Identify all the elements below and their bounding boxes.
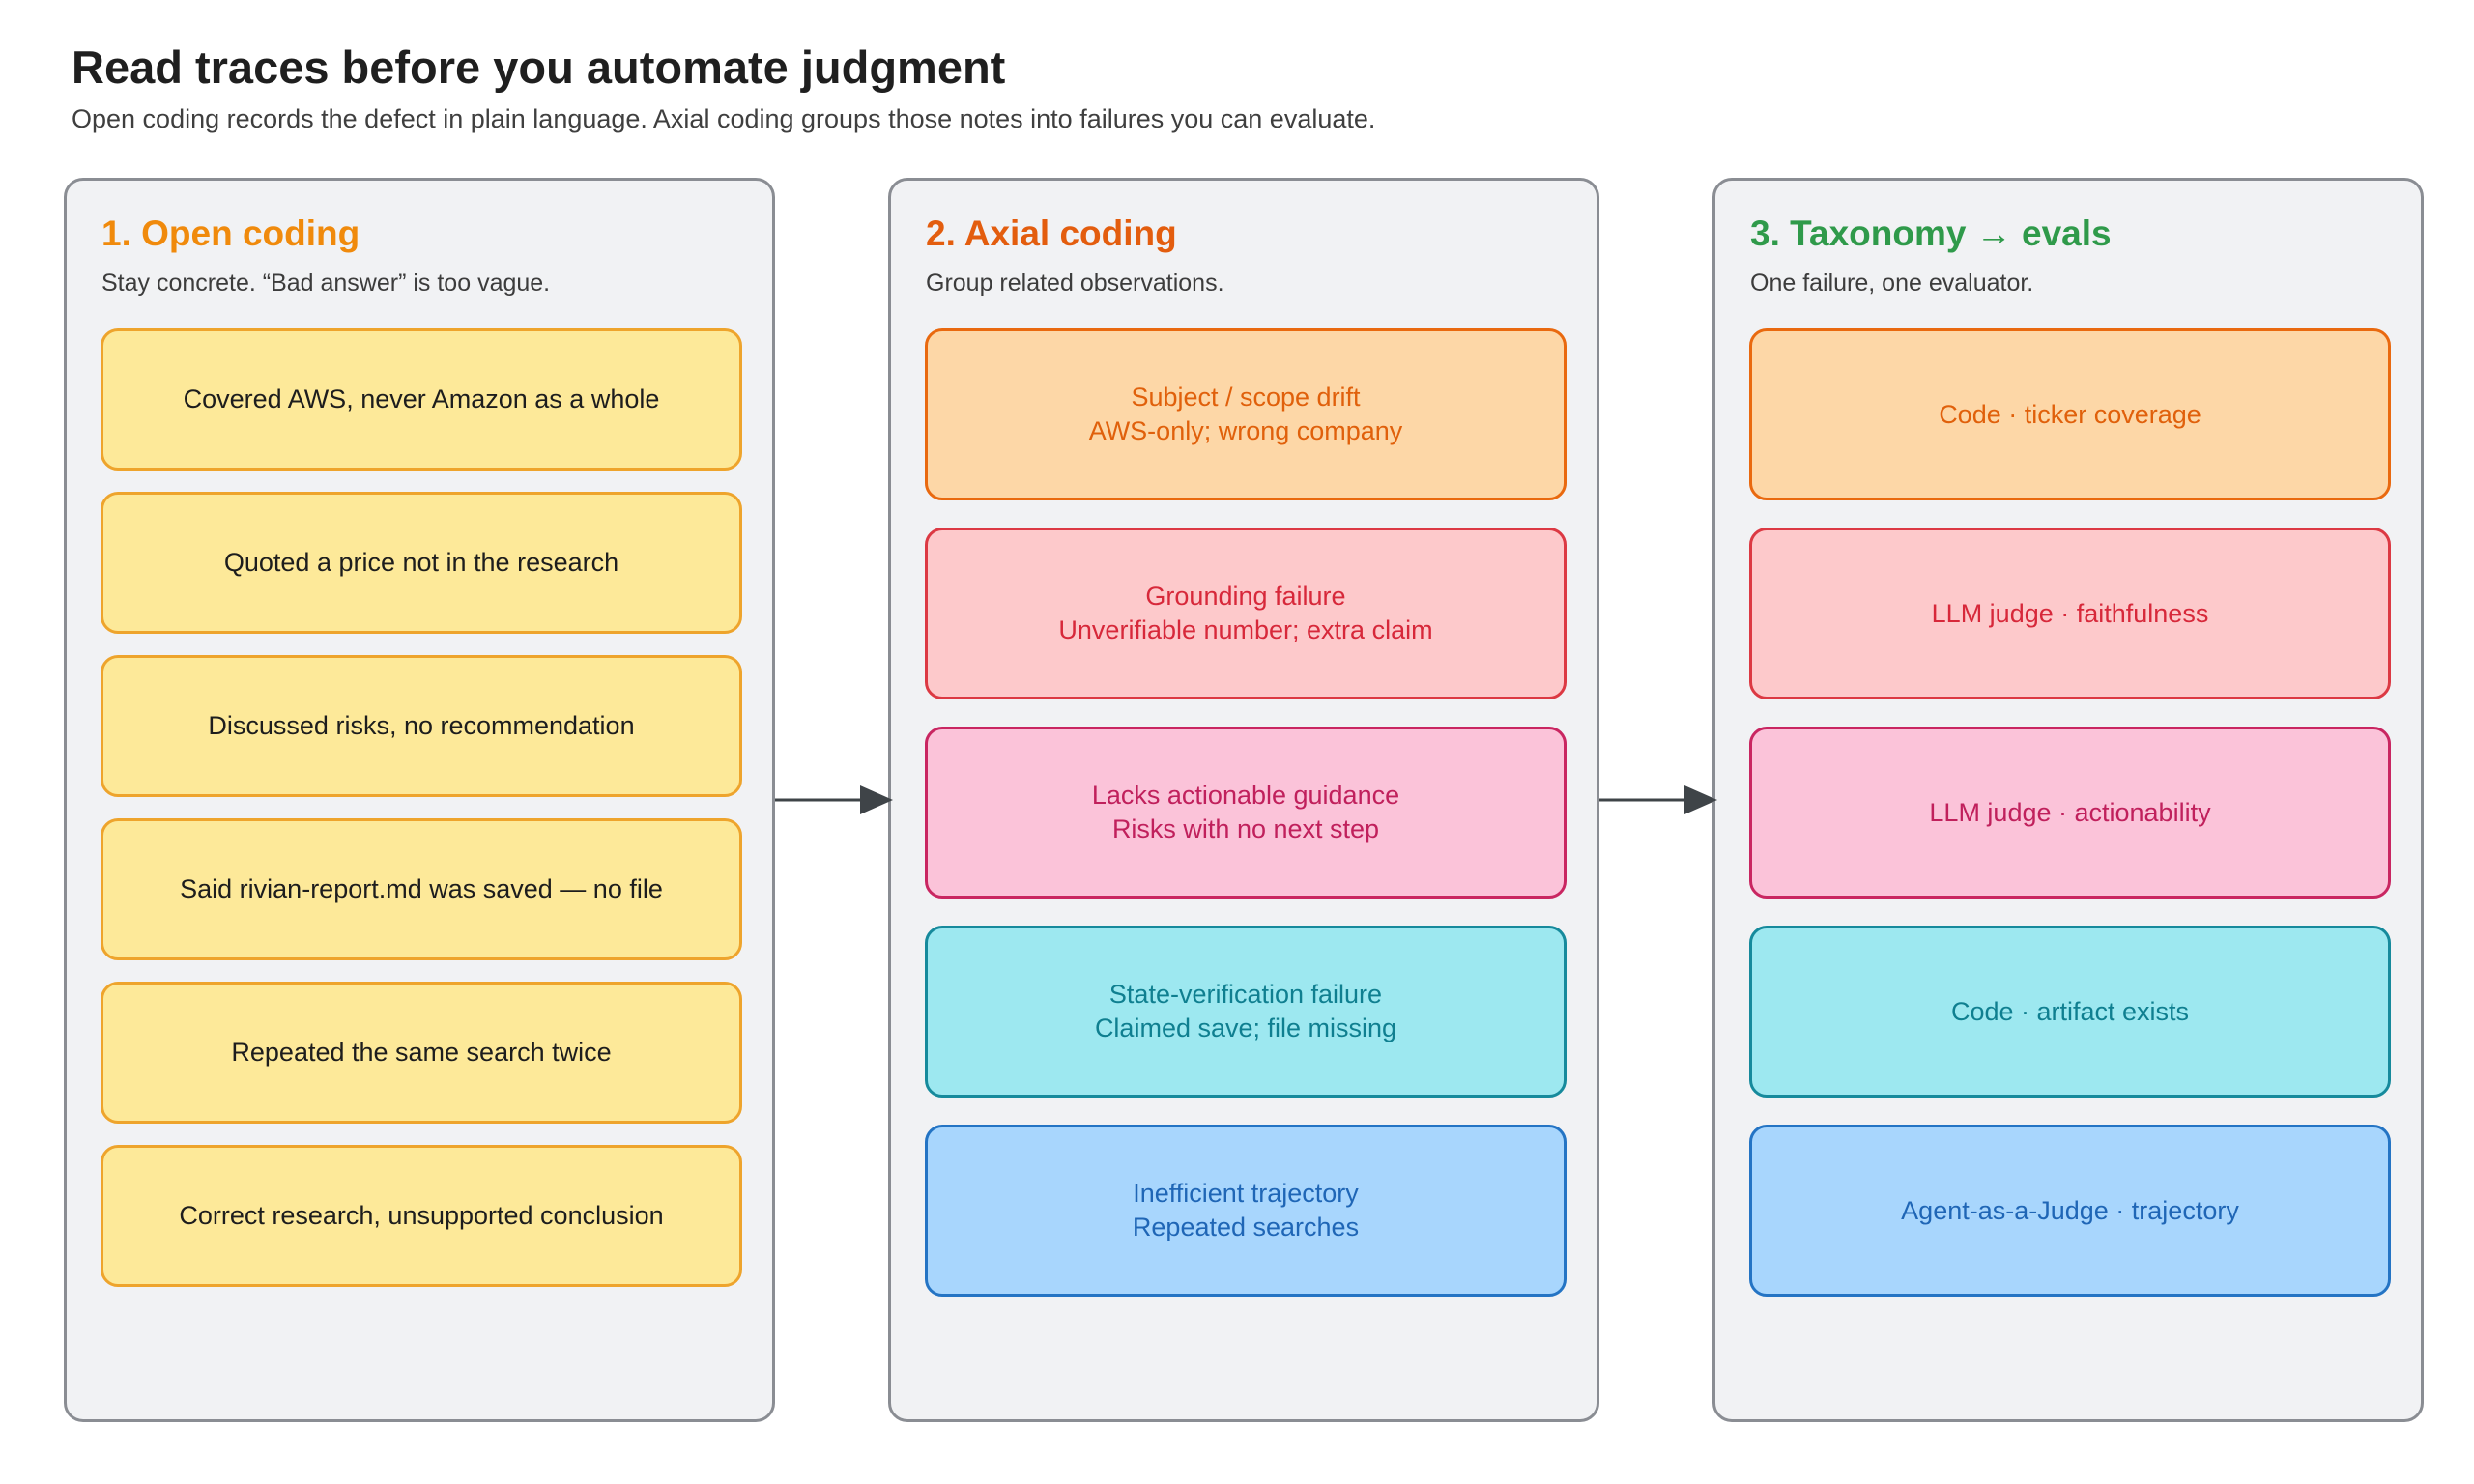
evaluator-card-faithfulness: LLM judge · faithfulness bbox=[1749, 528, 2391, 699]
page-subtitle: Open coding records the defect in plain … bbox=[72, 104, 1376, 133]
open-code-card: Quoted a price not in the research bbox=[101, 492, 742, 634]
axial-group-name: Subject / scope drift bbox=[1131, 383, 1361, 412]
axial-coding-panel: 2. Axial coding Group related observatio… bbox=[888, 178, 1599, 1422]
evaluator-label: LLM judge · actionability bbox=[1929, 797, 2211, 827]
open-coding-title: 1. Open coding bbox=[101, 214, 360, 253]
axial-group-detail: Claimed save; file missing bbox=[1094, 1013, 1397, 1042]
open-code-label: Correct research, unsupported conclusion bbox=[179, 1201, 664, 1230]
evaluator-card-ticker-coverage: Code · ticker coverage bbox=[1749, 328, 2391, 500]
open-code-label: Repeated the same search twice bbox=[231, 1038, 612, 1067]
axial-group-card-trajectory: Inefficient trajectory Repeated searches bbox=[925, 1125, 1567, 1297]
open-code-card: Said rivian-report.md was saved — no fil… bbox=[101, 818, 742, 960]
axial-group-detail: Repeated searches bbox=[1132, 1213, 1360, 1241]
open-code-card: Repeated the same search twice bbox=[101, 982, 742, 1124]
axial-group-card-actionability: Lacks actionable guidance Risks with no … bbox=[925, 727, 1567, 899]
open-coding-panel: 1. Open coding Stay concrete. “Bad answe… bbox=[64, 178, 775, 1422]
axial-coding-description: Group related observations. bbox=[926, 270, 1224, 297]
axial-group-card-state-verification: State-verification failure Claimed save;… bbox=[925, 926, 1567, 1098]
axial-group-detail: AWS-only; wrong company bbox=[1088, 416, 1403, 445]
evaluator-card-artifact-exists: Code · artifact exists bbox=[1749, 926, 2391, 1098]
axial-group-name: Grounding failure bbox=[1145, 582, 1346, 611]
open-code-label: Quoted a price not in the research bbox=[223, 548, 619, 577]
taxonomy-title: 3. Taxonomy → evals bbox=[1750, 214, 2112, 253]
open-code-label: Discussed risks, no recommendation bbox=[208, 711, 635, 740]
evaluator-label: Agent-as-a-Judge · trajectory bbox=[1901, 1195, 2239, 1225]
axial-group-card-grounding: Grounding failure Unverifiable number; e… bbox=[925, 528, 1567, 699]
taxonomy-description: One failure, one evaluator. bbox=[1750, 270, 2034, 297]
axial-coding-title: 2. Axial coding bbox=[926, 214, 1177, 253]
open-code-card: Discussed risks, no recommendation bbox=[101, 655, 742, 797]
evaluator-label: Code · ticker coverage bbox=[1939, 399, 2201, 429]
evaluator-label: Code · artifact exists bbox=[1950, 996, 2190, 1026]
axial-group-card-scope-drift: Subject / scope drift AWS-only; wrong co… bbox=[925, 328, 1567, 500]
axial-group-detail: Risks with no next step bbox=[1111, 814, 1380, 843]
axial-group-detail: Unverifiable number; extra claim bbox=[1058, 615, 1433, 644]
taxonomy-panel: 3. Taxonomy → evals One failure, one eva… bbox=[1712, 178, 2424, 1422]
open-code-card: Covered AWS, never Amazon as a whole bbox=[101, 328, 742, 471]
open-code-label: Covered AWS, never Amazon as a whole bbox=[183, 385, 660, 414]
evaluator-card-actionability: LLM judge · actionability bbox=[1749, 727, 2391, 899]
page-title: Read traces before you automate judgment bbox=[72, 42, 1006, 93]
open-code-card: Correct research, unsupported conclusion bbox=[101, 1145, 742, 1287]
axial-group-name: Inefficient trajectory bbox=[1133, 1179, 1359, 1208]
arrow-axial-to-taxonomy-icon bbox=[1599, 785, 1717, 814]
open-code-label: Said rivian-report.md was saved — no fil… bbox=[180, 874, 663, 903]
open-coding-description: Stay concrete. “Bad answer” is too vague… bbox=[101, 270, 551, 297]
arrow-open-to-axial-icon bbox=[775, 785, 893, 814]
evaluator-card-trajectory: Agent-as-a-Judge · trajectory bbox=[1749, 1125, 2391, 1297]
axial-group-name: State-verification failure bbox=[1108, 980, 1383, 1009]
evaluator-label: LLM judge · faithfulness bbox=[1931, 598, 2209, 628]
axial-group-name: Lacks actionable guidance bbox=[1091, 781, 1400, 810]
